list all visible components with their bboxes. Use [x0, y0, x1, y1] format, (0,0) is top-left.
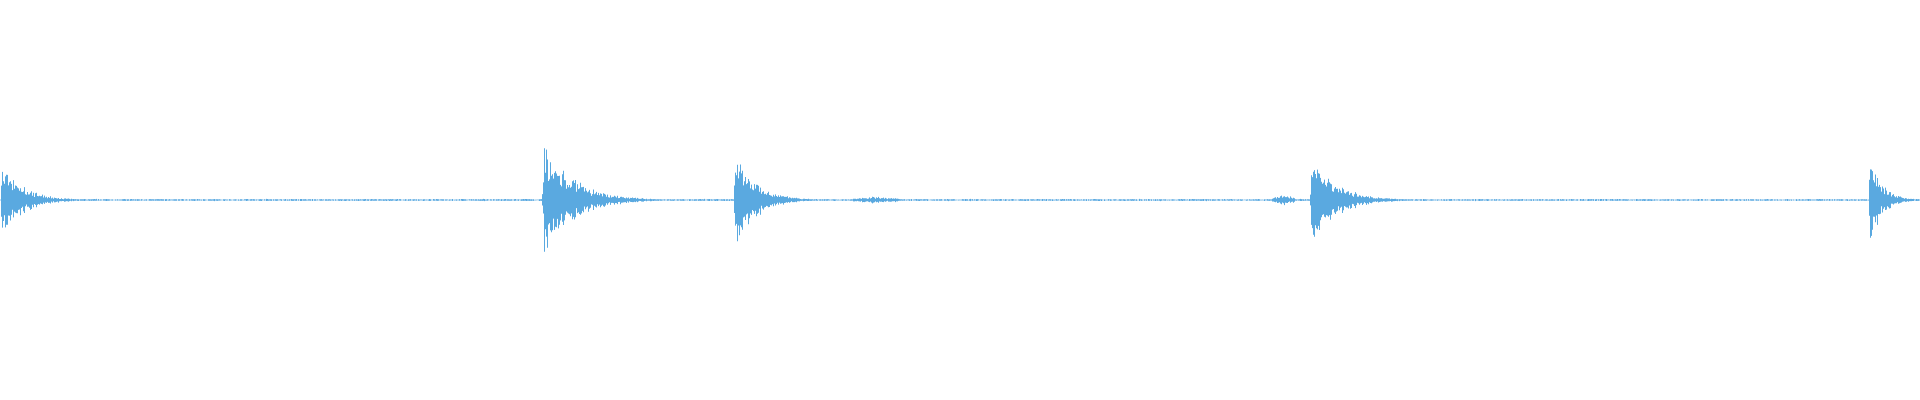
waveform-path	[0, 148, 1920, 252]
waveform-trace	[0, 148, 1920, 252]
